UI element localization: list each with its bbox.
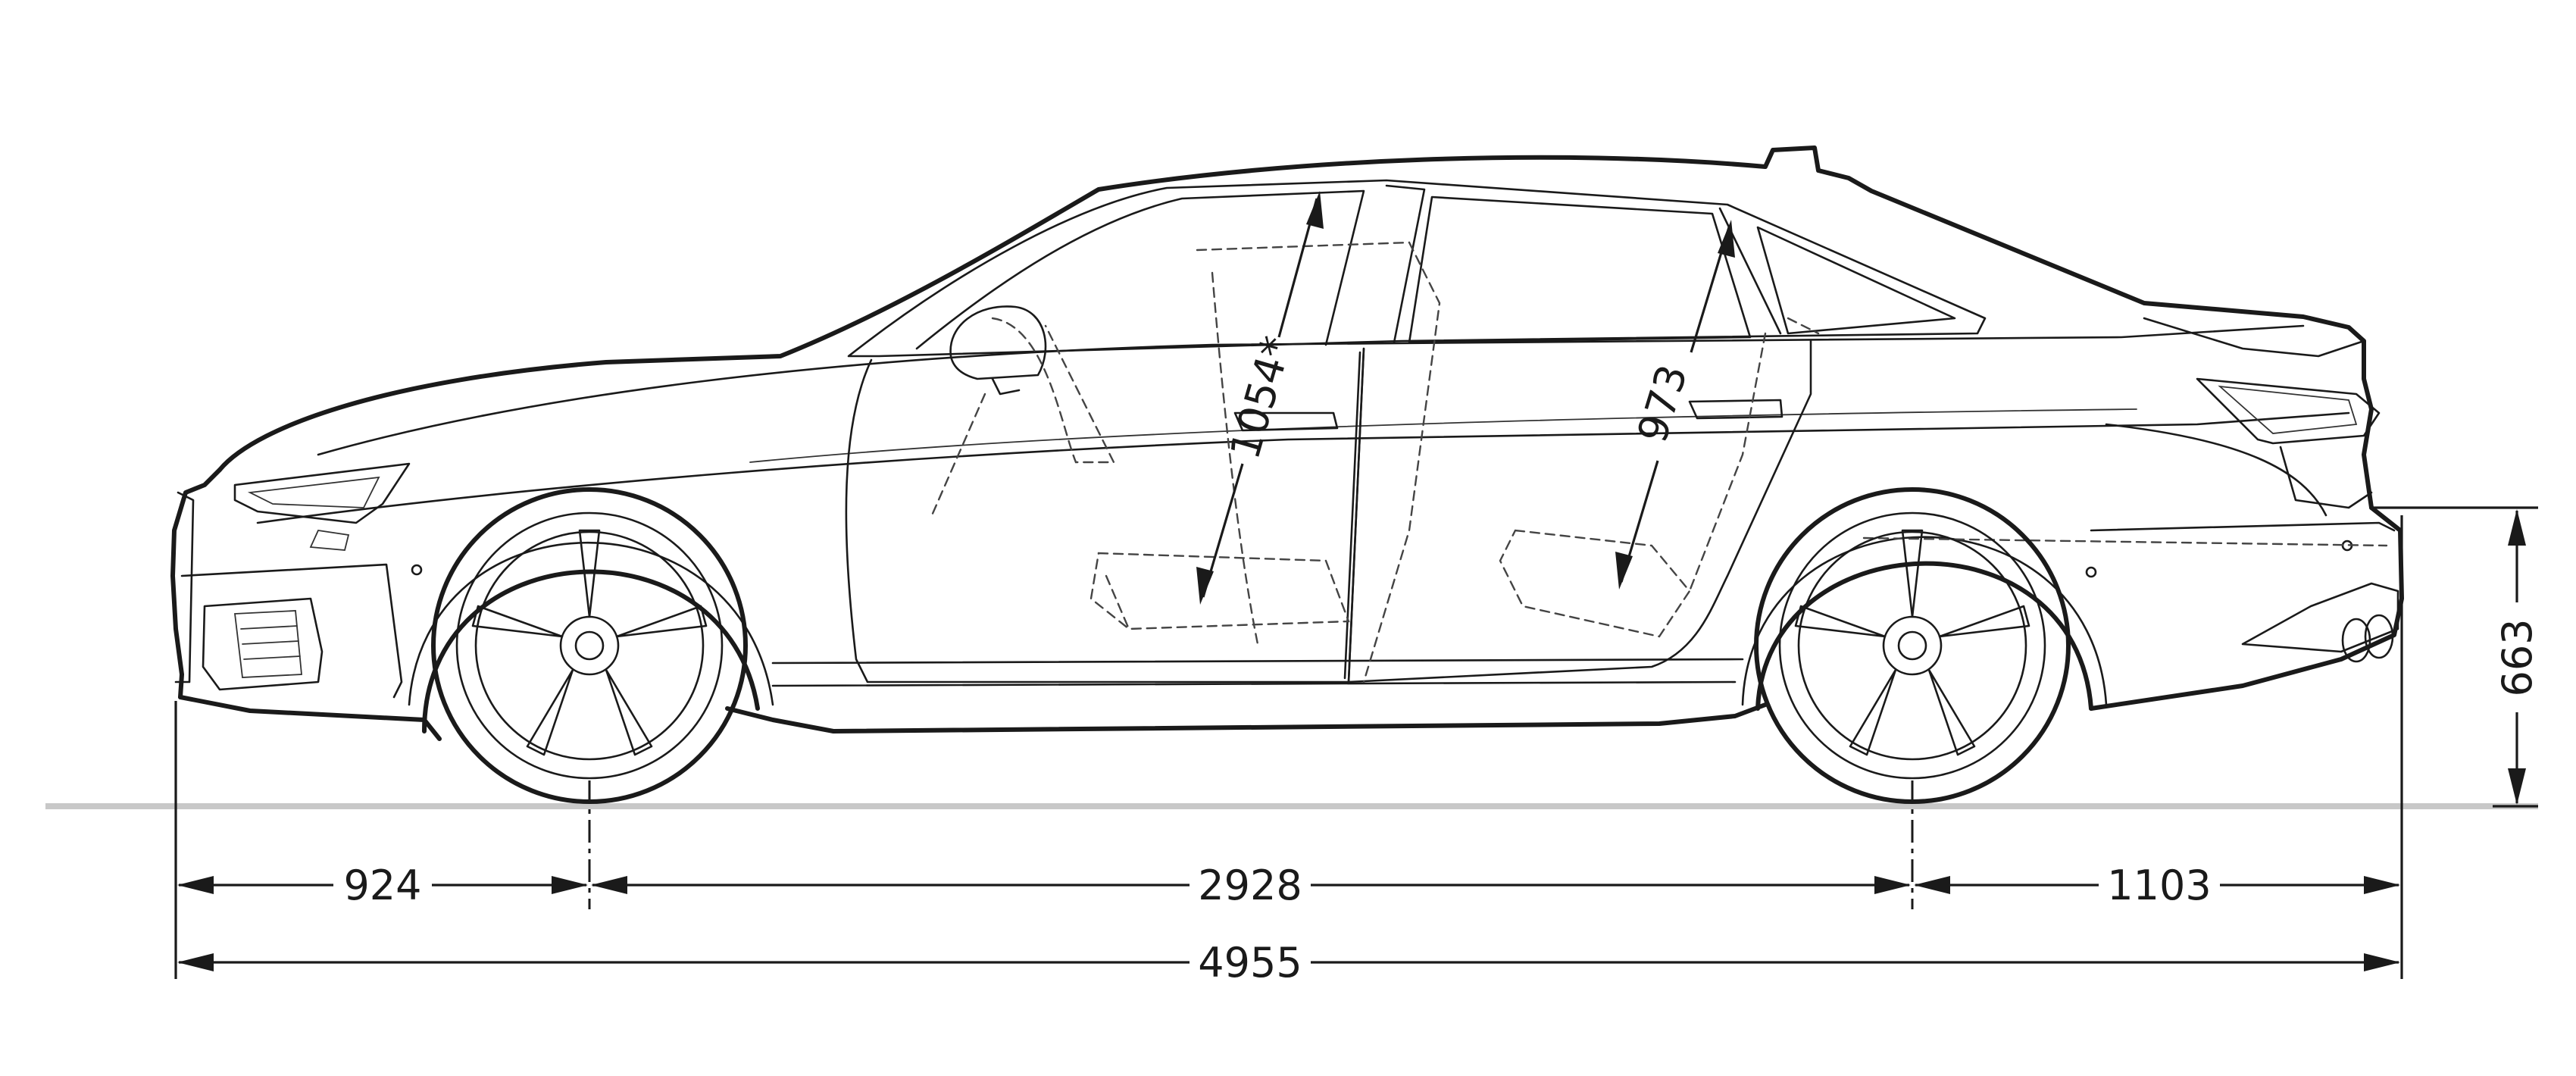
side-mirror <box>949 305 1047 380</box>
front-wheel-arch <box>422 569 760 733</box>
rear-wheel-arch <box>1755 561 2093 711</box>
front-wheel <box>431 487 748 804</box>
front-overhang-dimension: 924 <box>177 862 588 909</box>
front-intake <box>202 597 324 691</box>
window-frame <box>847 179 1987 358</box>
front-overhang-label: 924 <box>343 862 421 909</box>
car-side-outline <box>170 145 2404 741</box>
car-front-end <box>170 468 222 699</box>
rear-headroom-label: 973 <box>1628 359 1696 448</box>
front-seat-outline <box>930 241 1441 683</box>
overall-length-label: 4955 <box>1198 939 1302 987</box>
front-door <box>845 347 1365 683</box>
rear-door-handle <box>1688 399 1784 420</box>
headlight <box>233 462 411 524</box>
taillight <box>2196 377 2381 445</box>
overall-length-dimension: 4955 <box>177 939 2400 987</box>
rear-overhang-label: 1103 <box>2107 862 2211 909</box>
exhaust-tip <box>2341 618 2371 663</box>
boot-sill-height-dimension: 663 <box>2493 509 2541 805</box>
front-headroom-dimension: 1054* <box>1196 191 1324 605</box>
car-underbody <box>178 505 2404 741</box>
rear-seat-outline <box>1499 317 1820 638</box>
boot-sill-height-label: 663 <box>2493 618 2541 696</box>
wheelbase-dimension: 2928 <box>591 862 1911 909</box>
front-door-handle <box>1233 411 1339 432</box>
rear-door <box>1347 339 1812 683</box>
rear-diffuser <box>2241 582 2399 653</box>
rear-wheel <box>1754 487 2071 804</box>
car-roofline <box>217 145 2374 510</box>
rear-headroom-dimension: 973 <box>1615 220 1735 590</box>
wheelbase-label: 2928 <box>1198 862 1302 909</box>
front-headroom-label: 1054* <box>1221 331 1301 464</box>
rear-overhang-dimension: 1103 <box>1914 862 2400 909</box>
